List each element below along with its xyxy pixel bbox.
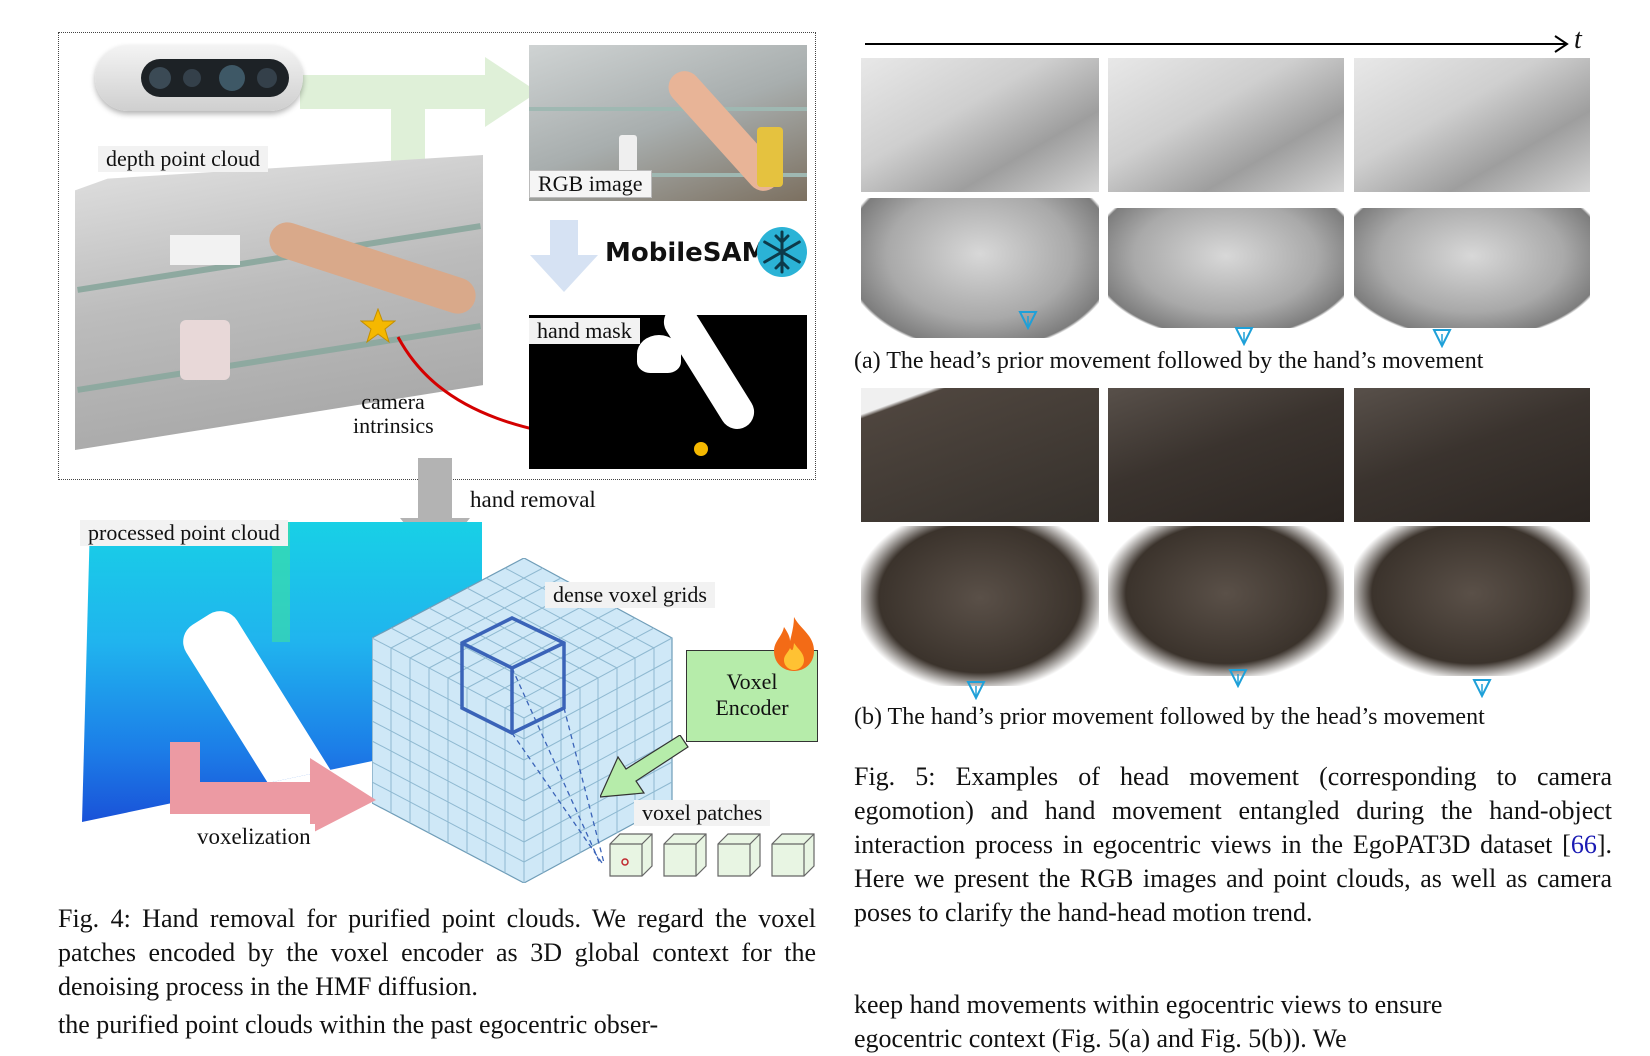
voxel-patches [609,833,815,877]
mask-arm [657,315,761,436]
rgb-image-label: RGB image [529,170,652,198]
row-b-cloud-frame-1 [861,526,1099,686]
fig5-caption: Fig. 5: Examples of head movement (corre… [854,762,1612,927]
camera-pose-icon [1432,329,1452,348]
row-b-rgb-frame-2 [1108,388,1344,522]
row-a-cloud-frame-1 [861,198,1099,338]
row-a-rgb-frame-1 [861,58,1099,192]
hand-removal-label: hand removal [470,487,596,512]
voxel-patch [771,833,815,877]
blue-down-arrow [530,220,598,292]
mobilesam-label: MobileSAM [605,238,768,268]
body-text-line: keep hand movements within egocentric vi… [854,990,1443,1019]
fire-icon [774,617,814,671]
row-b-cloud-frame-2 [1108,526,1344,676]
camera-star-icon [360,308,396,344]
voxel-patch [663,833,707,877]
voxel-patches-label: voxel patches [634,800,771,826]
camera-pose-icon [1472,679,1492,698]
camera-lens-panel [141,59,289,97]
row-a-cloud-frame-3 [1354,208,1590,328]
camera-intrinsics-label: camera intrinsics [353,389,434,438]
depth-point-cloud-label: depth point cloud [98,146,268,172]
dense-voxel-grids-label: dense voxel grids [545,582,715,608]
fig4-cutoff-text: the purified point clouds within the pas… [58,1010,659,1039]
camera-pose-icon [1228,669,1248,688]
voxel-patch [717,833,761,877]
subcaption-b: (b) The hand’s prior movement followed b… [854,704,1485,730]
row-b-rgb-frame-1 [861,388,1099,522]
figure-4: depth point cloud camera intrinsics RGB … [0,0,818,1039]
depth-camera-device [95,45,303,111]
figure-5: t (a) The head’s prior movement followed… [850,0,1650,1053]
time-axis-arrow [865,35,1569,53]
camera-pose-icon [1018,311,1038,330]
time-axis-label: t [1574,24,1582,55]
row-b-rgb-frame-3 [1354,388,1590,522]
processed-point-cloud-label: processed point cloud [80,520,288,546]
row-b-cloud-frame-3 [1354,526,1590,676]
green-flow-arrow [300,57,538,205]
body-text-cutoff: egocentric context (Fig. 5(a) and Fig. 5… [854,1024,1347,1053]
row-a-cloud-frame-2 [1108,208,1344,328]
fig4-caption: Fig. 4: Hand removal for purified point … [58,904,816,1001]
row-a-rgb-frame-2 [1108,58,1344,192]
subcaption-a: (a) The head’s prior movement followed b… [854,348,1484,374]
voxelization-label: voxelization [193,824,315,850]
hand-mask-label: hand mask [529,318,640,344]
camera-pose-icon [966,681,986,700]
citation-link-66[interactable]: 66 [1570,830,1597,859]
snowflake-icon [757,227,807,277]
camera-pose-icon [1234,327,1254,346]
mask-point [694,442,708,456]
dense-voxel-grid [372,558,673,883]
encoder-input-arrow [600,735,689,798]
row-a-rgb-frame-3 [1354,58,1590,192]
voxel-patch [609,833,653,877]
voxelization-arrow [170,742,376,834]
